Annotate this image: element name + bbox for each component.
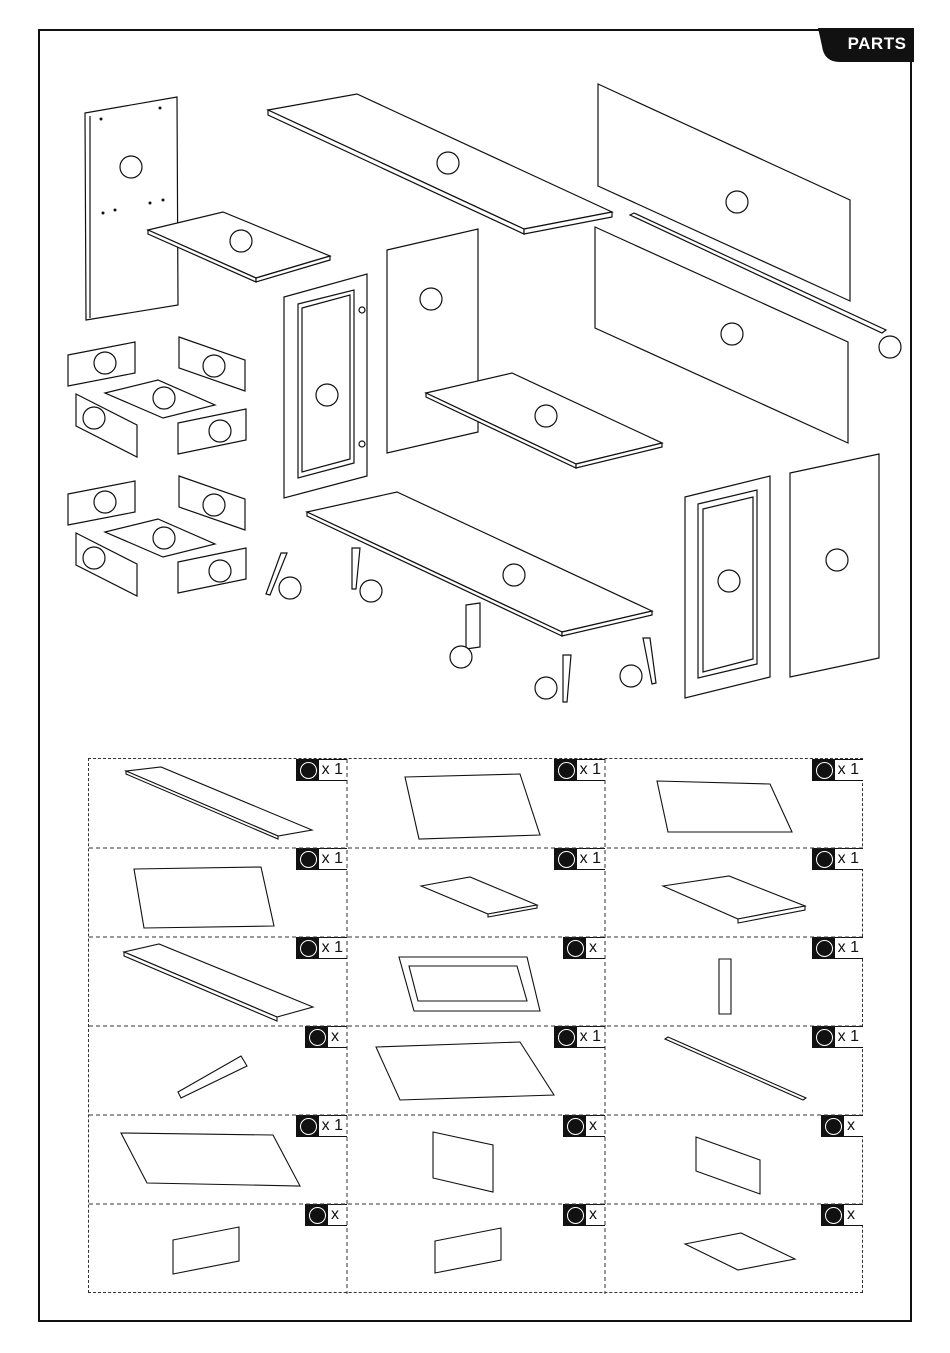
quantity-badge: x 1 (812, 937, 863, 959)
part-number-circle-icon (555, 760, 577, 780)
door-left (284, 274, 367, 498)
quantity-label: x (328, 1205, 347, 1225)
left-side-panel (85, 97, 178, 320)
part-cell: x (347, 937, 605, 1026)
quantity-badge: x (821, 1204, 863, 1226)
part-cell: x 1 (89, 759, 347, 848)
quantity-badge: x 1 (554, 848, 605, 870)
quantity-label: x (844, 1116, 863, 1136)
quantity-label: x (844, 1205, 863, 1225)
top-panel (268, 94, 612, 234)
divider-panel (387, 229, 478, 453)
part-cell: x (605, 1115, 863, 1204)
quantity-label: x 1 (835, 760, 863, 780)
part-number-circle-icon (297, 1116, 319, 1136)
part-number-circle-icon (306, 1027, 328, 1047)
quantity-badge: x (563, 1115, 605, 1137)
quantity-badge: x 1 (296, 937, 347, 959)
quantity-label: x 1 (577, 760, 605, 780)
right-side-panel (790, 454, 879, 677)
part-cell: x 1 (605, 1026, 863, 1115)
quantity-badge: x (821, 1115, 863, 1137)
part-number-circle-icon (297, 849, 319, 869)
center-support (450, 603, 480, 668)
quantity-badge: x 1 (554, 759, 605, 781)
quantity-badge: x 1 (812, 759, 863, 781)
quantity-badge: x (305, 1204, 347, 1226)
quantity-badge: x (563, 937, 605, 959)
quantity-label: x (586, 1205, 605, 1225)
part-number-circle-icon (813, 1027, 835, 1047)
quantity-badge: x (563, 1204, 605, 1226)
quantity-label: x 1 (319, 760, 347, 780)
part-cell: x (89, 1204, 347, 1293)
quantity-badge: x 1 (296, 759, 347, 781)
part-cell: x 1 (605, 848, 863, 937)
part-cell: x (347, 1115, 605, 1204)
part-number-circle-icon (813, 849, 835, 869)
quantity-badge: x 1 (554, 1026, 605, 1048)
part-number-circle-icon (555, 849, 577, 869)
part-number-circle-icon (564, 1205, 586, 1225)
quantity-badge: x 1 (812, 848, 863, 870)
part-number-circle-icon (297, 760, 319, 780)
quantity-label: x 1 (319, 1116, 347, 1136)
part-number-circle-icon (564, 938, 586, 958)
part-cell: x 1 (89, 848, 347, 937)
quantity-label: x 1 (835, 1027, 863, 1047)
part-number-circle-icon (564, 1116, 586, 1136)
quantity-badge: x 1 (812, 1026, 863, 1048)
quantity-badge: x 1 (296, 1115, 347, 1137)
parts-list-grid: x 1 x 1 x 1 x 1 x 1 x 1 x 1 (88, 758, 863, 1293)
part-cell: x 1 (347, 1026, 605, 1115)
part-cell: x 1 (347, 848, 605, 937)
quantity-label: x (328, 1027, 347, 1047)
door-right (685, 476, 770, 698)
quantity-badge: x (305, 1026, 347, 1048)
quantity-label: x 1 (577, 1027, 605, 1047)
quantity-label: x (586, 938, 605, 958)
part-number-circle-icon (822, 1116, 844, 1136)
quantity-label: x 1 (319, 849, 347, 869)
part-number-circle-icon (813, 938, 835, 958)
part-number-circle-icon (555, 1027, 577, 1047)
part-number-circle-icon (822, 1205, 844, 1225)
part-cell: x 1 (605, 937, 863, 1026)
part-cell: x 1 (89, 937, 347, 1026)
quantity-label: x 1 (319, 938, 347, 958)
part-number-circle-icon (813, 760, 835, 780)
quantity-label: x 1 (835, 849, 863, 869)
part-cell: x (605, 1204, 863, 1293)
part-cell: x (89, 1026, 347, 1115)
quantity-badge: x 1 (296, 848, 347, 870)
part-number-circle-icon (297, 938, 319, 958)
exploded-parts-view (0, 0, 950, 740)
quantity-label: x (586, 1116, 605, 1136)
quantity-label: x 1 (835, 938, 863, 958)
drawer-set-lower (68, 476, 246, 596)
part-cell: x (347, 1204, 605, 1293)
part-cell: x 1 (89, 1115, 347, 1204)
part-cell: x 1 (347, 759, 605, 848)
part-number-circle-icon (306, 1205, 328, 1225)
part-cell: x 1 (605, 759, 863, 848)
quantity-label: x 1 (577, 849, 605, 869)
drawer-set-upper (68, 337, 246, 457)
